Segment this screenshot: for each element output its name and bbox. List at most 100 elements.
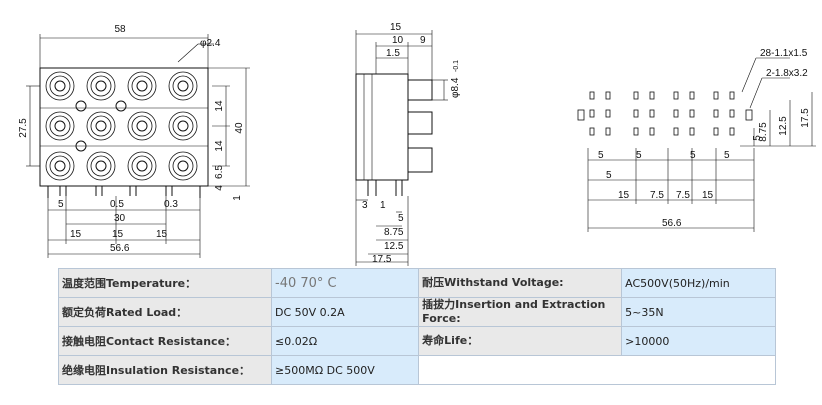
jack-ring bbox=[168, 111, 198, 141]
dim-label: 4 bbox=[214, 185, 225, 191]
dim-label: 3 bbox=[362, 200, 368, 211]
jack-ring bbox=[127, 151, 157, 181]
front-view-labels: 58 φ2.4 27.5 40 14 14 6.5 4 1 5 0.5 0.3 … bbox=[18, 24, 245, 254]
jack-ring bbox=[172, 115, 194, 137]
spec-value: ≤0.02Ω bbox=[270, 326, 420, 356]
jack-ring bbox=[136, 160, 148, 172]
pcb-pad bbox=[633, 127, 639, 136]
dim-label: 56.6 bbox=[110, 243, 130, 254]
dim-label: 15 bbox=[156, 229, 168, 240]
pcb-pad bbox=[729, 109, 735, 118]
spec-table: 温度范围Temperature： -40 70° C 耐压Withstand V… bbox=[58, 268, 776, 385]
dim-label: 5 bbox=[606, 170, 612, 181]
pcb-pad bbox=[713, 91, 719, 100]
jack-ring bbox=[45, 71, 75, 101]
jack-ring bbox=[136, 80, 148, 92]
dim-label: 14 bbox=[214, 140, 225, 152]
table-row: 额定负荷Rated Load： DC 50V 0.2A 插拔力Insertion… bbox=[58, 297, 776, 327]
spec-label: 温度范围Temperature： bbox=[58, 268, 272, 298]
dim-label: 30 bbox=[114, 213, 126, 224]
pcb-layout-labels: 28-1.1x1.5 2-1.8x3.2 5 17.5 12.5 8.75 5 … bbox=[598, 48, 811, 229]
dim-label: 1 bbox=[232, 195, 243, 201]
dim-label: 56.6 bbox=[662, 218, 682, 229]
pcb-pad bbox=[689, 91, 695, 100]
dim-label: φ2.4 bbox=[200, 38, 221, 49]
pcb-pad bbox=[673, 91, 679, 100]
dim-label: 8.75 bbox=[758, 122, 769, 142]
dim-label: 28-1.1x1.5 bbox=[760, 48, 808, 59]
dim-label: 5 bbox=[724, 150, 730, 161]
jack-ring bbox=[45, 111, 75, 141]
dim-label: 15 bbox=[618, 190, 630, 201]
jack-ring bbox=[131, 75, 153, 97]
pcb-pad bbox=[649, 109, 655, 118]
jack-ring bbox=[45, 151, 75, 181]
pcb-pad bbox=[589, 91, 595, 100]
spec-label: 寿命Life： bbox=[418, 326, 623, 356]
jack-ring bbox=[54, 120, 66, 132]
pcb-layout-view bbox=[577, 57, 816, 232]
jack-ring bbox=[90, 115, 112, 137]
dim-label: 2-1.8x3.2 bbox=[766, 68, 808, 79]
mounting-hole bbox=[75, 140, 87, 152]
dim-label: 0.3 bbox=[164, 199, 178, 210]
spec-label: 接触电阻Contact Resistance： bbox=[58, 326, 272, 356]
dim-label: -0.1 bbox=[453, 60, 460, 72]
spec-value: >10000 bbox=[621, 326, 776, 356]
pcb-pad bbox=[633, 91, 639, 100]
pcb-pad bbox=[605, 91, 611, 100]
dim-label: 8.75 bbox=[384, 227, 404, 238]
dim-label: 5 bbox=[752, 135, 763, 141]
dim-label: φ8.4 bbox=[450, 77, 461, 98]
pcb-pad bbox=[729, 127, 735, 136]
jack-ring bbox=[177, 160, 189, 172]
pcb-pad bbox=[605, 127, 611, 136]
table-row: 温度范围Temperature： -40 70° C 耐压Withstand V… bbox=[58, 268, 776, 298]
dim-label: 15 bbox=[70, 229, 82, 240]
dim-label: 58 bbox=[114, 24, 126, 35]
mounting-hole bbox=[75, 100, 87, 112]
dim-label: 10 bbox=[392, 35, 404, 46]
pcb-pad bbox=[713, 127, 719, 136]
dim-label: 1 bbox=[380, 200, 386, 211]
pcb-pad bbox=[729, 91, 735, 100]
table-row: 接触电阻Contact Resistance： ≤0.02Ω 寿命Life： >… bbox=[58, 326, 776, 356]
dim-label: 5 bbox=[58, 199, 64, 210]
jack-ring bbox=[168, 151, 198, 181]
spec-value: ≥500MΩ DC 500V bbox=[270, 355, 420, 385]
jack-ring bbox=[131, 115, 153, 137]
pcb-pad bbox=[673, 109, 679, 118]
dim-label: 5 bbox=[598, 150, 604, 161]
jack-ring bbox=[177, 80, 189, 92]
spec-label: 绝缘电阻Insulation Resistance： bbox=[58, 355, 272, 385]
jack-ring bbox=[95, 120, 107, 132]
jack-ring bbox=[136, 120, 148, 132]
pcb-pad bbox=[589, 127, 595, 136]
dim-label: 40 bbox=[234, 122, 245, 134]
spec-value: 5~35N bbox=[621, 297, 776, 327]
jack-ring bbox=[49, 115, 71, 137]
pcb-pad bbox=[649, 127, 655, 136]
spec-value: -40 70° C bbox=[270, 268, 420, 298]
jack-ring bbox=[172, 75, 194, 97]
dim-label: 15 bbox=[112, 229, 124, 240]
pcb-pad bbox=[713, 109, 719, 118]
jack-ring bbox=[177, 120, 189, 132]
pcb-pad bbox=[689, 127, 695, 136]
spec-label: 额定负荷Rated Load： bbox=[58, 297, 272, 327]
dim-label: 0.5 bbox=[110, 199, 124, 210]
front-view bbox=[26, 34, 250, 258]
pcb-pad bbox=[633, 109, 639, 118]
jack-ring bbox=[172, 155, 194, 177]
dim-label: 5 bbox=[690, 150, 696, 161]
jack-ring bbox=[54, 80, 66, 92]
dim-label: 9 bbox=[420, 35, 426, 46]
dim-label: 17.5 bbox=[372, 254, 392, 265]
dim-label: 5 bbox=[636, 150, 642, 161]
empty-cell bbox=[418, 355, 776, 385]
jack-ring bbox=[90, 75, 112, 97]
pcb-pad bbox=[673, 127, 679, 136]
pcb-pad bbox=[649, 91, 655, 100]
jack-ring bbox=[127, 71, 157, 101]
jack-ring bbox=[49, 155, 71, 177]
